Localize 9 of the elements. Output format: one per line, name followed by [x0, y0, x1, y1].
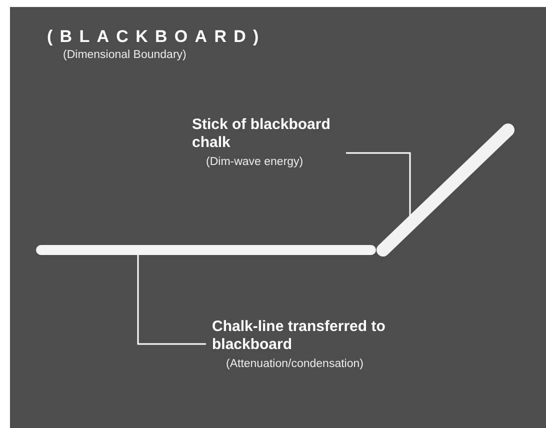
leader-line [137, 255, 206, 345]
leader-line [346, 152, 411, 218]
title: (BLACKBOARD) [47, 26, 266, 48]
callout-note: (Dim-wave energy) [205, 155, 304, 169]
chalk-stick-drawing [376, 123, 516, 257]
callout-heading: Chalk-line transferred to blackboard [212, 318, 386, 354]
callout-heading: Stick of blackboard chalk [192, 116, 332, 152]
callout-note: (Attenuation/condensation) [225, 357, 364, 371]
subtitle: (Dimensional Boundary) [63, 48, 186, 63]
